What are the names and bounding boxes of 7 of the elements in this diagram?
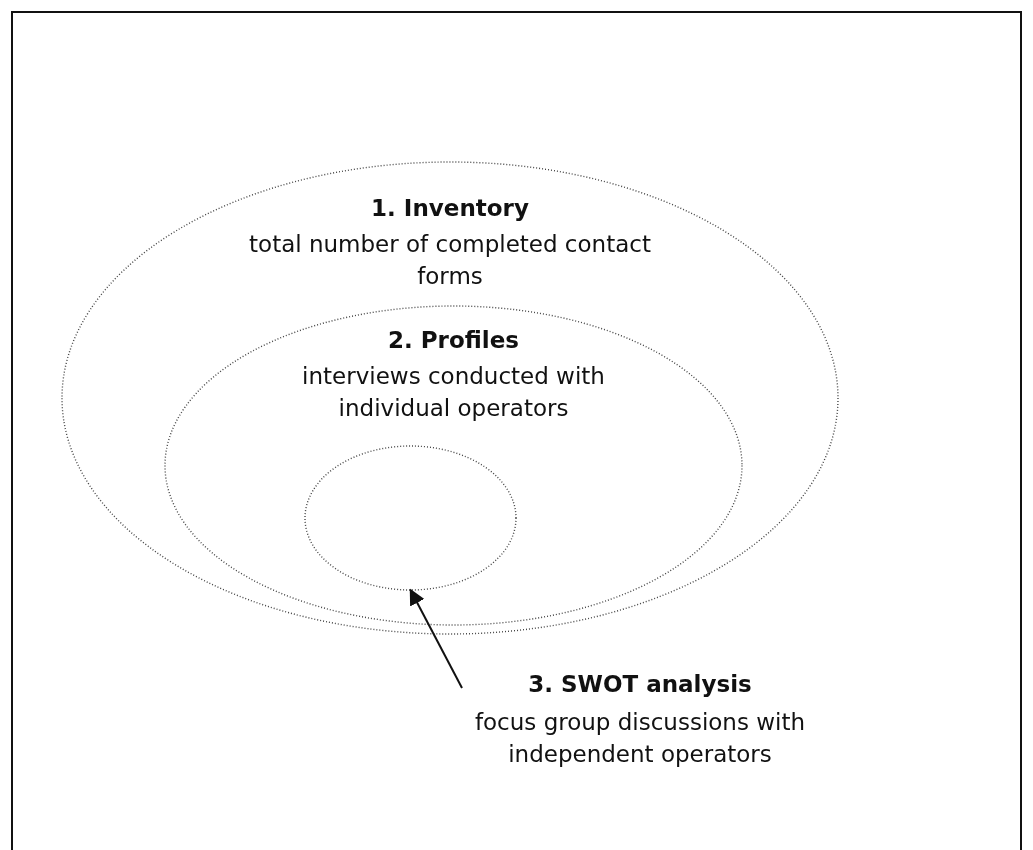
arrow bbox=[409, 588, 463, 689]
stage-title: 3. SWOT analysis bbox=[527, 670, 753, 699]
stage-description: interviews conducted with individual operators bbox=[301, 362, 606, 423]
stage-description: focus group discussions with independent operators bbox=[473, 708, 807, 769]
stage-title: 1. Inventory bbox=[370, 194, 530, 223]
stage-title: 2. Profiles bbox=[387, 326, 520, 355]
stage-description: total number of completed contact forms bbox=[248, 230, 652, 291]
